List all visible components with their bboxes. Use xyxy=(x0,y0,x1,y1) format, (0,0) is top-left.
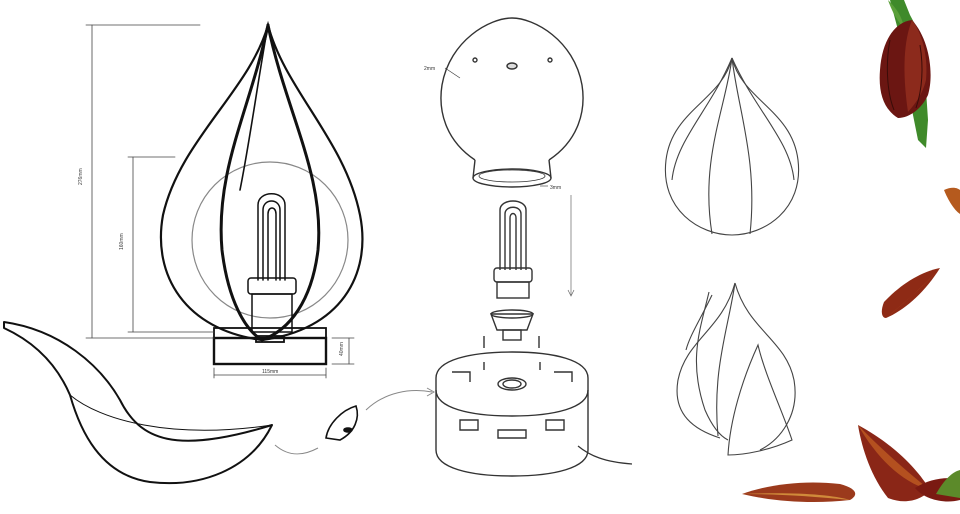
fritillaria-flower-photo xyxy=(879,0,931,148)
right-petal-edge xyxy=(260,23,321,342)
inner-height-label: 160mm xyxy=(119,233,125,250)
lamp-base xyxy=(212,327,328,366)
falling-petal-4 xyxy=(742,482,856,502)
outer-petal xyxy=(159,20,364,342)
total-height-label: 276mm xyxy=(78,168,84,185)
falling-petal-1 xyxy=(944,187,960,214)
exploded-bulb xyxy=(493,200,533,299)
clip-arrowhead xyxy=(426,387,436,397)
shade-wall-label: 2mm xyxy=(424,66,435,72)
left-petal-edge xyxy=(219,23,270,342)
glass-shade xyxy=(440,17,584,161)
petal-crease xyxy=(239,24,269,191)
power-cable xyxy=(577,445,633,465)
bulb-socket xyxy=(483,309,540,348)
base-width-label: 115mm xyxy=(262,369,278,375)
leaf-fragment xyxy=(936,470,960,498)
petal-arrow-line xyxy=(274,444,319,455)
neck-gap-label: 3mm xyxy=(550,185,561,191)
exploded-base xyxy=(435,351,589,477)
falling-petal-4-highlight xyxy=(742,493,850,500)
exploded-view xyxy=(435,17,633,477)
bulb xyxy=(247,193,297,333)
closed-bud-view xyxy=(664,57,800,236)
base-height-label: 40mm xyxy=(339,342,345,356)
clip-arrow xyxy=(365,390,433,411)
assembled-lamp-drawing xyxy=(85,20,364,379)
opening-bud-view xyxy=(676,282,796,456)
single-petal-drawing xyxy=(3,321,273,485)
petal-clip xyxy=(325,405,359,441)
falling-petal-2 xyxy=(881,268,940,318)
dimension-lines xyxy=(85,24,355,379)
glass-globe xyxy=(191,161,349,319)
